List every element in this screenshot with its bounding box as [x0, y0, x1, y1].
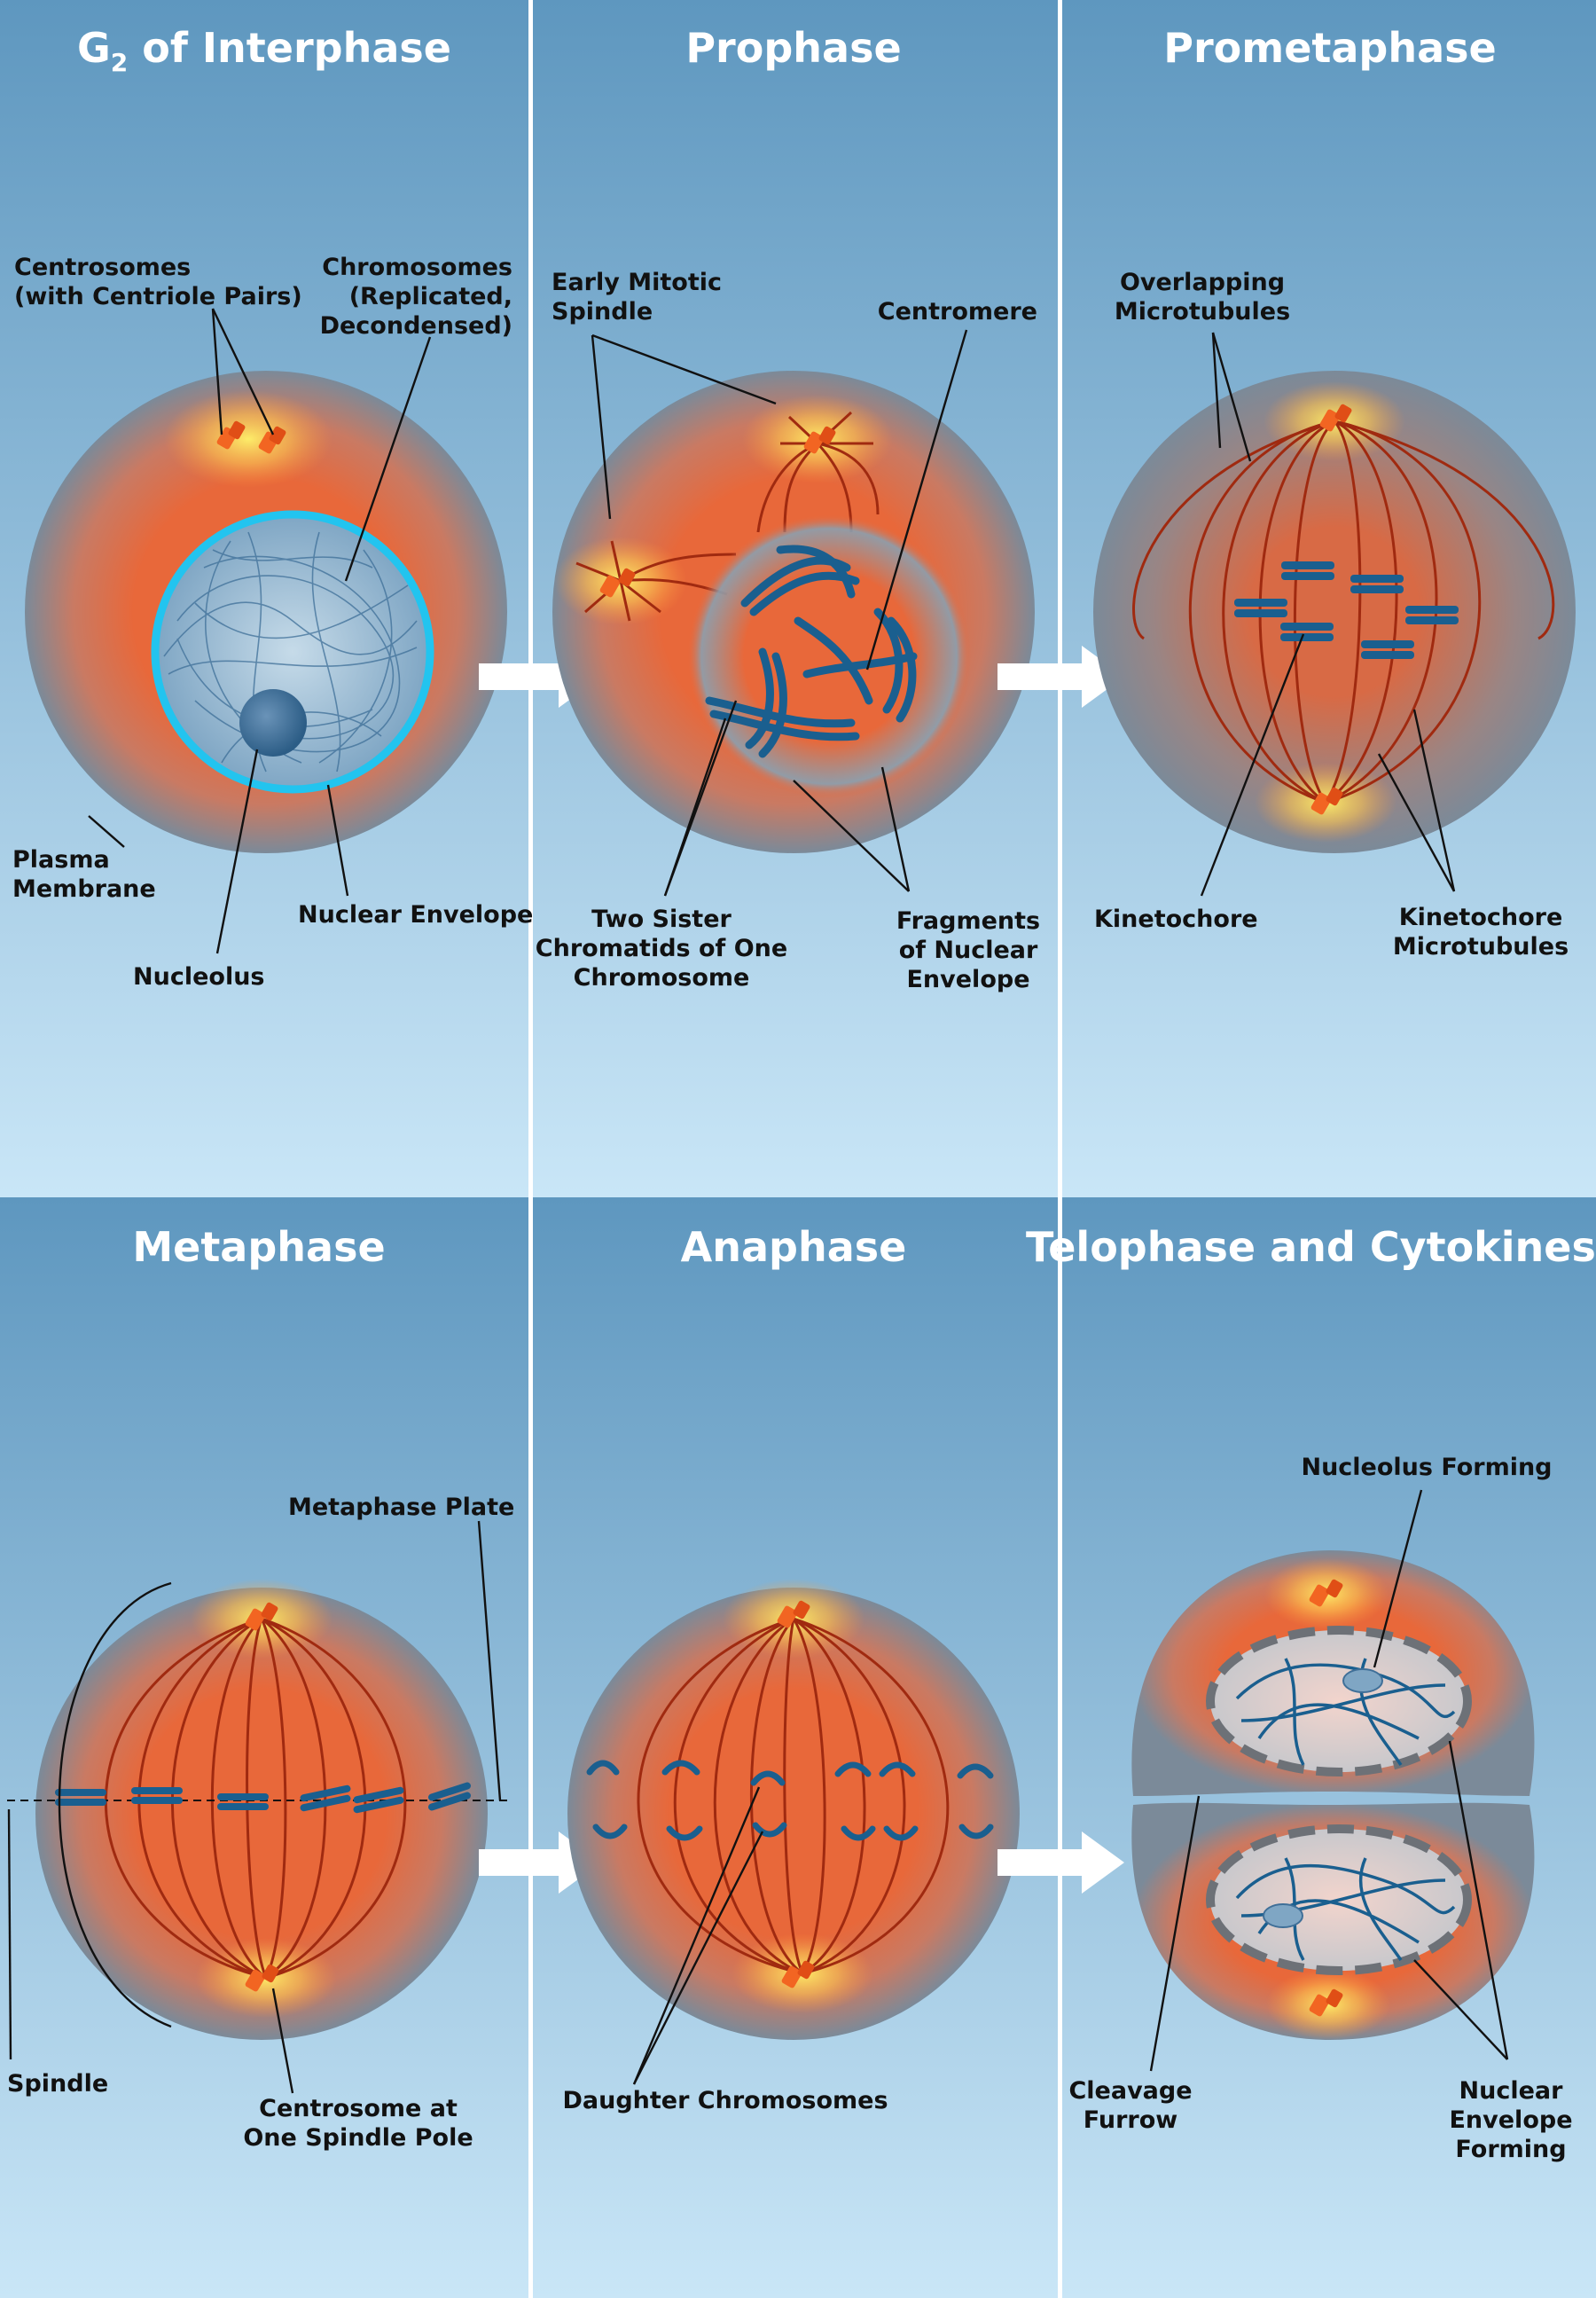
- prophase-leader-lines: [591, 329, 968, 897]
- label-nucleolus: Nucleolus: [133, 963, 265, 991]
- g2-labels: Centrosomes(with Centriole Pairs) Chromo…: [12, 254, 533, 991]
- divider-vertical-1: [528, 0, 533, 2298]
- label-metaphase-plate: Metaphase Plate: [288, 1494, 514, 1521]
- label-centromere: Centromere: [878, 298, 1037, 325]
- divider-vertical-2: [1058, 0, 1062, 2298]
- label-spindle: Spindle: [7, 2070, 108, 2098]
- arrow-icon: [998, 1831, 1124, 1894]
- centriole-icon: [261, 1602, 278, 1621]
- prometaphase-chromosomes: [1234, 561, 1459, 659]
- centriole-icon: [1309, 1994, 1330, 2017]
- centriole-icon: [777, 1605, 798, 1628]
- nucleolus: [239, 689, 307, 757]
- plasma-membrane: [35, 1588, 488, 2040]
- centriole-icon: [781, 1965, 802, 1988]
- g2-leader-lines: [88, 308, 432, 954]
- centriole-icon: [269, 426, 286, 445]
- g2-cell: [25, 371, 507, 853]
- centriole-icon: [1326, 787, 1343, 806]
- metaphase-leader-lines: [7, 1520, 502, 2094]
- centriole-icon: [262, 1964, 279, 1983]
- label-daughter-chromosomes: Daughter Chromosomes: [562, 2087, 888, 2114]
- centriole-icon: [1334, 404, 1352, 423]
- label-nucleolus-forming: Nucleolus Forming: [1301, 1454, 1552, 1481]
- centriole-icon: [1326, 1579, 1343, 1598]
- centriole-icon: [793, 1600, 810, 1620]
- title-telophase: Telophase and Cytokinesis: [1026, 1223, 1596, 1271]
- centriole-icon: [228, 420, 246, 440]
- arrow-prophase-to-prometaphase: [998, 646, 1124, 708]
- centriole-icon: [818, 426, 836, 445]
- metaphase-chromosomes: [55, 1782, 471, 1814]
- nucleolus-forming: [1342, 1668, 1383, 1693]
- nuclear-envelope-rim: [151, 510, 434, 794]
- centriole-icon: [1309, 1584, 1330, 1607]
- daughter-chromosomes: [586, 1760, 994, 1841]
- forming-nucleus-top: [1206, 1626, 1472, 1776]
- metaphase-cell: [7, 1579, 507, 2040]
- title-prometaphase: Prometaphase: [1163, 24, 1496, 72]
- centriole-icon: [245, 1608, 266, 1631]
- anaphase-labels: Daughter Chromosomes: [562, 2087, 888, 2114]
- label-chromosomes: Chromosomes(Replicated,Decondensed): [320, 254, 512, 340]
- centriole-icon: [1310, 792, 1332, 815]
- nucleus: [155, 514, 430, 789]
- label-centrosomes: Centrosomes(with Centriole Pairs): [14, 254, 302, 310]
- centrosome-glow: [164, 390, 332, 488]
- anaphase-cell: [567, 1579, 1020, 2040]
- centriole-icon: [803, 431, 825, 454]
- plasma-membrane: [567, 1588, 1020, 2040]
- arrow-anaphase-to-telophase: [998, 1831, 1124, 1894]
- title-metaphase: Metaphase: [132, 1223, 385, 1271]
- prometaphase-cell: [1093, 371, 1576, 853]
- title-g2: G2 of Interphase: [77, 24, 451, 77]
- title-prophase: Prophase: [685, 24, 901, 72]
- anaphase-spindle-fibers: [637, 1617, 950, 1975]
- telophase-cell: [1131, 1550, 1535, 2040]
- centriole-icon: [618, 568, 636, 587]
- centriole-icon: [1319, 409, 1341, 432]
- centrosome-glow: [1266, 1969, 1390, 2040]
- label-kinetochore: Kinetochore: [1094, 906, 1258, 933]
- centriole-icon: [245, 1969, 266, 1992]
- centriole-icon: [599, 575, 621, 598]
- centriole-icon: [1326, 1988, 1343, 2008]
- arrow-icon: [998, 646, 1124, 708]
- label-nuclear-envelope: Nuclear Envelope: [298, 901, 533, 929]
- spindle-bracket: [58, 1581, 172, 2028]
- nucleolus-forming: [1263, 1903, 1303, 1928]
- plasma-membrane: [1093, 371, 1576, 853]
- anaphase-leader-lines: [632, 1786, 764, 2085]
- telophase-leader-lines: [1149, 1489, 1509, 2072]
- prometaphase-leader-lines: [1200, 332, 1456, 897]
- panel-titles: G2 of Interphase Prophase Prometaphase M…: [77, 24, 1596, 1271]
- title-anaphase: Anaphase: [681, 1223, 907, 1271]
- centriole-icon: [797, 1960, 815, 1980]
